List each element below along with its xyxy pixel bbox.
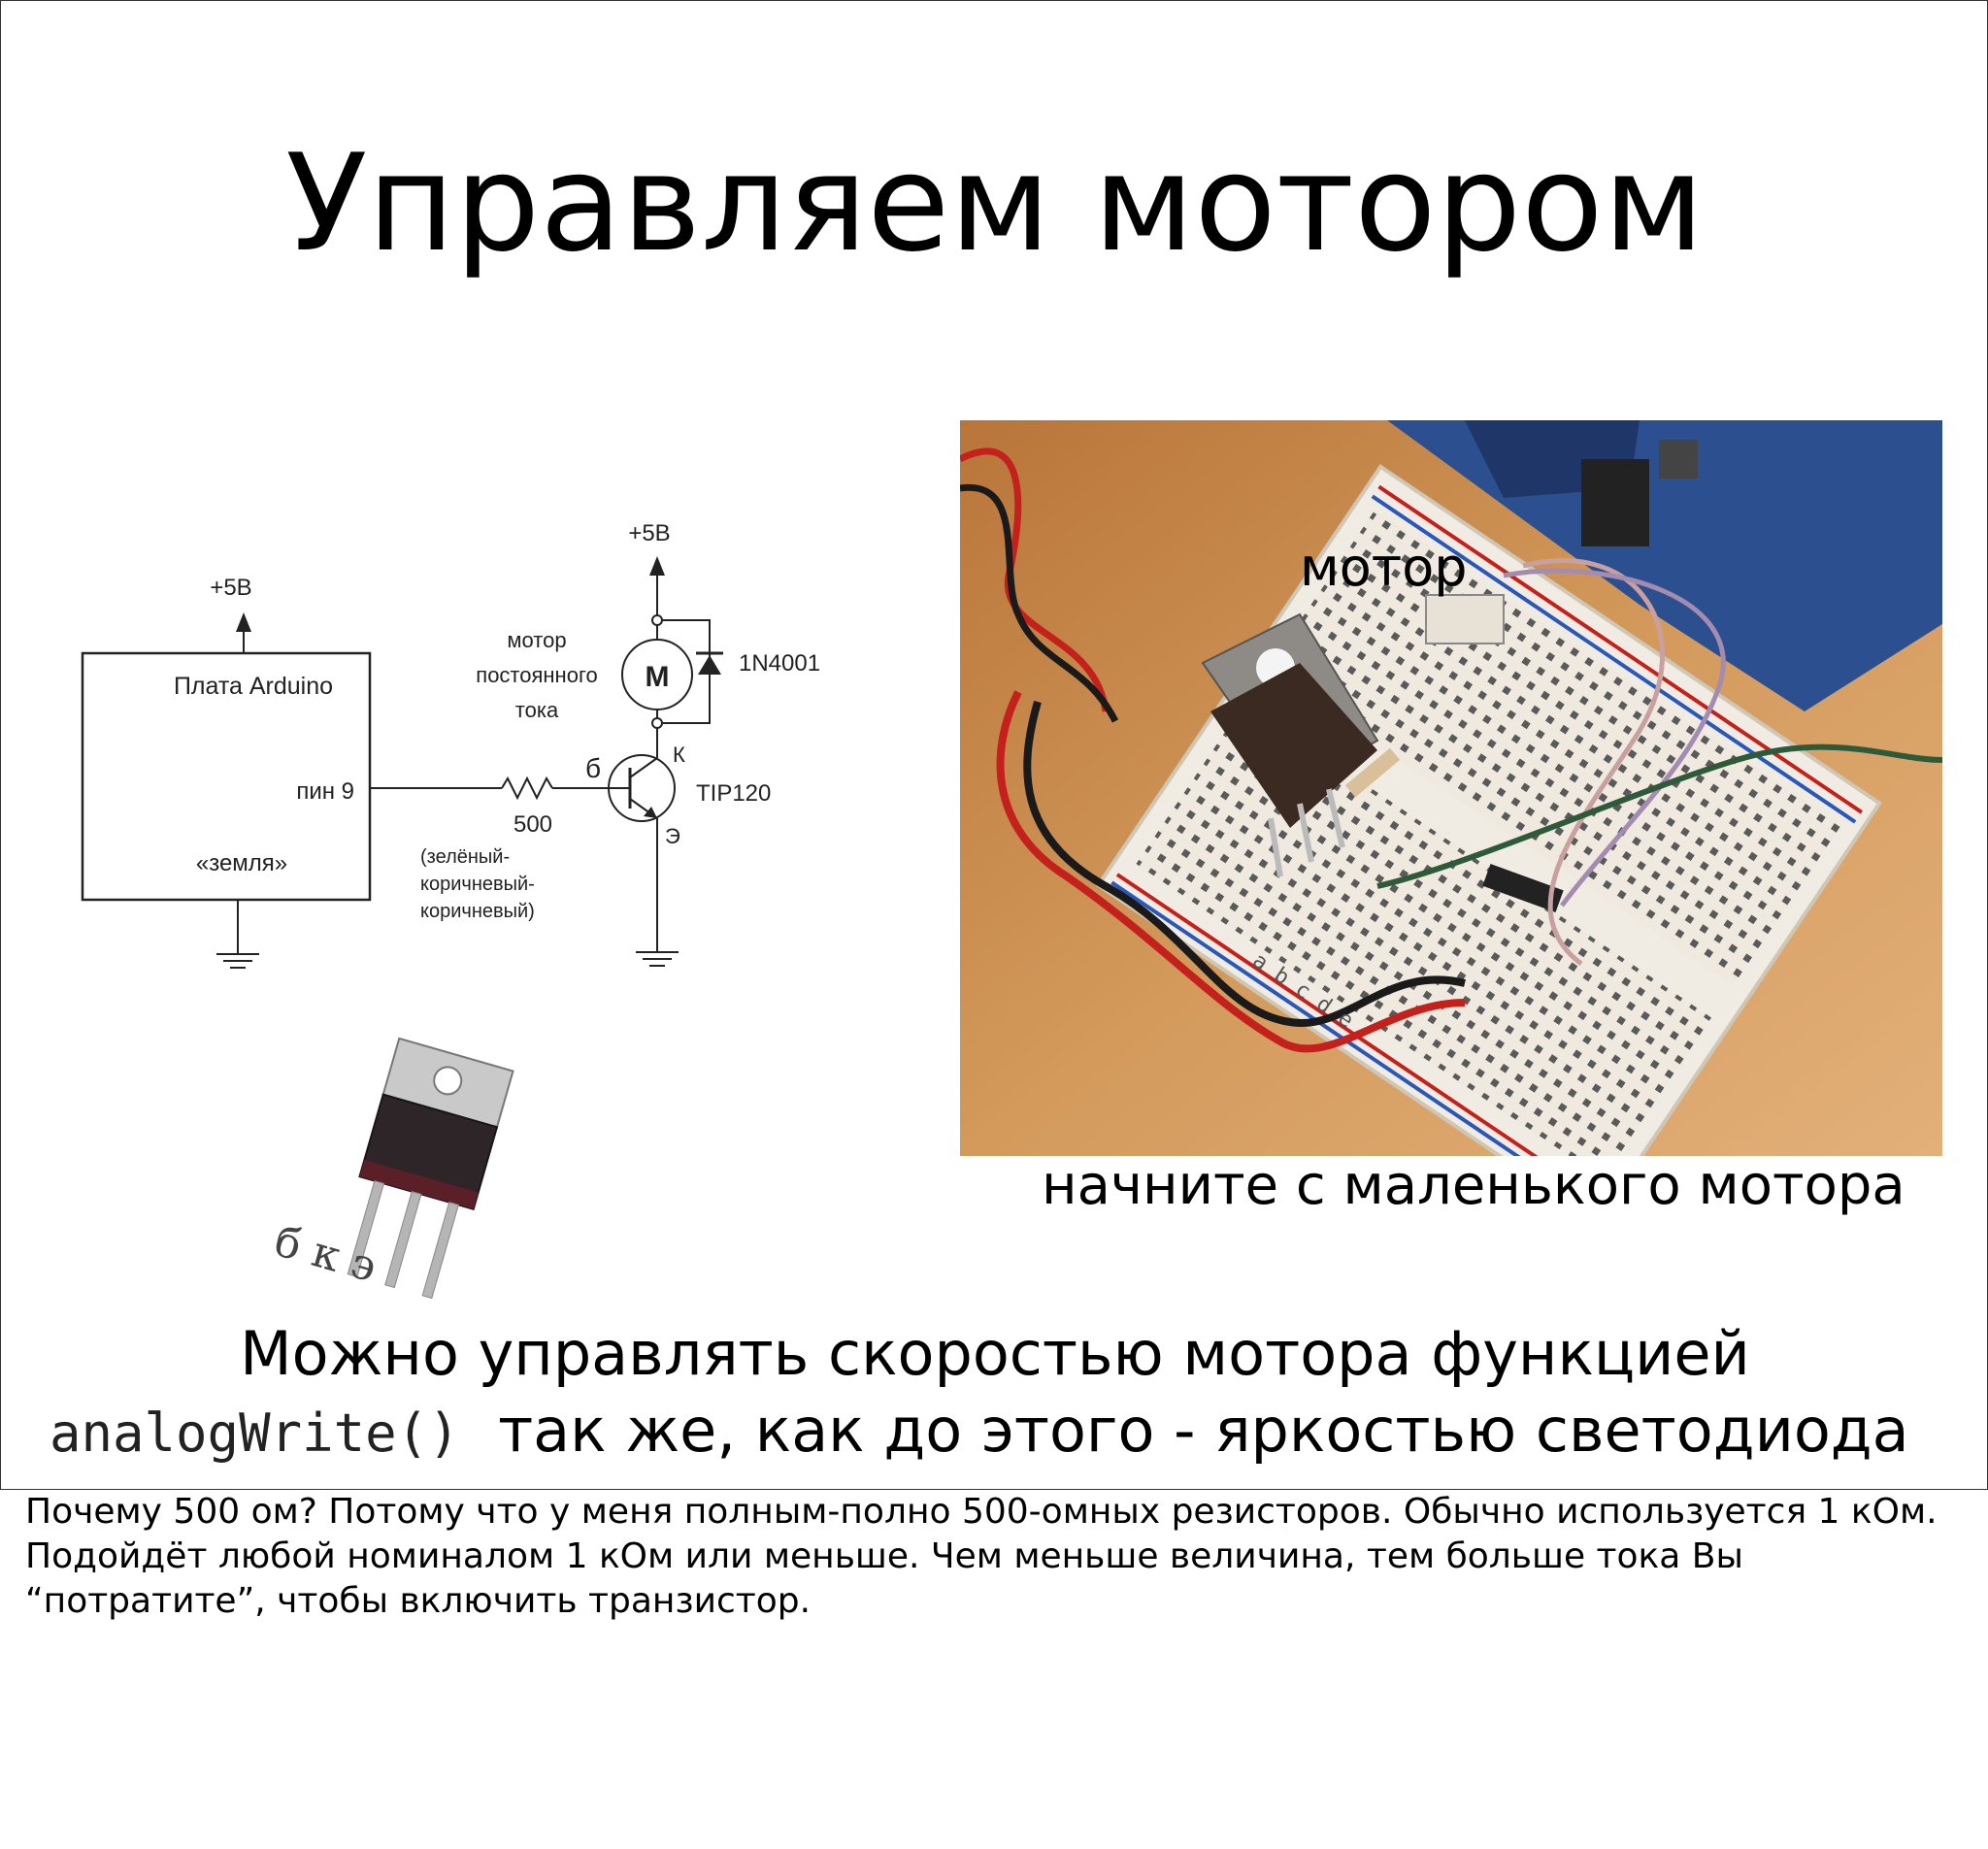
analogwrite-code: analogWrite() <box>50 1403 460 1464</box>
slide-title: Управляем мотором <box>285 125 1705 281</box>
arduino-board-box <box>81 651 372 902</box>
vcc-right-label: +5B <box>628 520 670 546</box>
body-line-2-text: так же, как до этого - яркостью светодио… <box>498 1395 1909 1466</box>
collector-label: К <box>673 743 685 767</box>
diode-label: 1N4001 <box>739 650 820 677</box>
ground-label: «земля» <box>196 850 287 876</box>
photo-motor-label: мотор <box>1300 537 1468 598</box>
motor-symbol-label: M <box>646 661 670 693</box>
breadboard-photo: a b c d e <box>960 420 1942 1156</box>
emitter-label: Э <box>665 824 680 848</box>
resistor-symbol <box>501 776 553 801</box>
transistor-illustration <box>347 1037 514 1300</box>
speaker-notes: Почему 500 ом? Потому что у меня полным-… <box>25 1490 1967 1624</box>
resistor-color-2: коричневый- <box>420 874 535 895</box>
resistor-color-3: коричневый) <box>420 901 535 922</box>
pin-label: пин 9 <box>296 778 354 805</box>
resistor-value: 500 <box>514 811 552 838</box>
resistor-color-1: (зелёный- <box>420 846 510 868</box>
photo-caption: начните с маленького мотора <box>1042 1154 1905 1217</box>
circuit-schematic: +5B Плата Arduino пин 9 «земля» 500 (зел… <box>81 520 820 969</box>
vcc-left-label: +5B <box>210 575 251 601</box>
base-label: б <box>585 753 601 783</box>
arduino-board-label: Плата Arduino <box>174 673 333 700</box>
body-line-1: Можно управлять скоростью мотора функцие… <box>240 1318 1750 1389</box>
motor-caption-2: постоянного <box>476 663 597 687</box>
notes-line-3: “потратите”, чтобы включить транзистор. <box>25 1581 812 1621</box>
motor-caption-3: тока <box>515 698 559 722</box>
transistor-label: TIP120 <box>696 780 771 807</box>
notes-line-1: Почему 500 ом? Потому что у меня полным-… <box>25 1492 1938 1532</box>
diode-symbol <box>698 655 721 675</box>
motor-caption-1: мотор <box>507 628 566 652</box>
slide: Управляем мотором +5B Плата Arduino пин … <box>0 0 1988 1490</box>
body-line-2: analogWrite() так же, как до этого - ярк… <box>50 1401 1909 1461</box>
notes-line-2: Подойдёт любой номиналом 1 кОм или меньш… <box>25 1536 1743 1576</box>
